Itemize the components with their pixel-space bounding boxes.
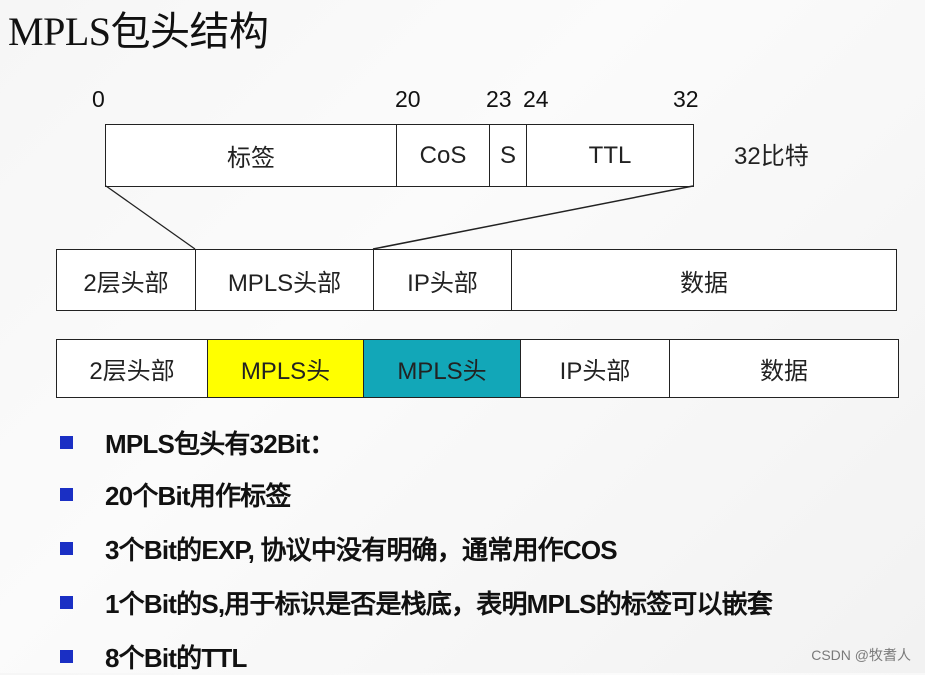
- bullet-text: 3个Bit的EXP, 协议中没有明确，通常用作COS: [105, 535, 618, 565]
- square-bullet-icon: [60, 596, 73, 609]
- field-s-text: S: [499, 141, 516, 169]
- square-bullet-icon: [60, 488, 73, 501]
- field-cos: CoS: [397, 125, 490, 186]
- bullet-item: 20个Bit用作标签: [60, 476, 291, 513]
- square-bullet-icon: [60, 436, 73, 449]
- bit-position-32: 32: [673, 86, 699, 112]
- stack-mpls-header-inner: MPLS头: [364, 340, 521, 397]
- mpls-header-fields: 标签 CoS S TTL: [105, 124, 694, 187]
- frame-l2-header-text: 2层头部: [83, 269, 169, 297]
- field-ttl: TTL: [527, 125, 693, 186]
- frame-data-text: 数据: [680, 269, 728, 297]
- bullet-text: 1个Bit的S,用于标识是否是栈底，表明MPLS的标签可以嵌套: [105, 589, 773, 619]
- frame-stacked-labels: 2层头部 MPLS头 MPLS头 IP头部 数据: [56, 339, 899, 398]
- stack-ip-header-text: IP头部: [559, 358, 631, 385]
- field-label-text: 标签: [227, 145, 275, 172]
- bullet-item: MPLS包头有32Bit：: [60, 424, 335, 461]
- bullet-text: 8个Bit的TTL: [105, 643, 247, 673]
- frame-l2-header: 2层头部: [57, 250, 196, 310]
- bullet-text: MPLS包头有32Bit：: [105, 429, 335, 459]
- bullet-text: 20个Bit用作标签: [105, 481, 291, 511]
- diagram-title: MPLS包头结构: [8, 9, 269, 54]
- stack-mpls-header-outer-text: MPLS头: [240, 358, 331, 385]
- square-bullet-icon: [60, 650, 73, 663]
- bit-position-24: 24: [523, 86, 549, 112]
- stack-data-text: 数据: [760, 358, 808, 385]
- frame-ip-header-text: IP头部: [407, 269, 478, 297]
- bit-position-0: 0: [92, 86, 105, 112]
- bit-position-20: 20: [395, 86, 421, 112]
- bit-position-23: 23: [486, 86, 512, 112]
- bullet-item: 8个Bit的TTL: [60, 638, 247, 675]
- watermark: CSDN @牧耆人: [811, 647, 911, 663]
- stack-mpls-header-outer: MPLS头: [208, 340, 364, 397]
- bullet-item: 3个Bit的EXP, 协议中没有明确，通常用作COS: [60, 530, 618, 567]
- frame-mpls-header: MPLS头部: [196, 250, 374, 310]
- field-label: 标签: [106, 125, 397, 186]
- frame-mpls-header-text: MPLS头部: [227, 269, 342, 297]
- stack-mpls-header-inner-text: MPLS头: [397, 358, 487, 385]
- field-ttl-text: TTL: [588, 141, 632, 169]
- stack-l2-header: 2层头部: [57, 340, 208, 397]
- bullet-item: 1个Bit的S,用于标识是否是栈底，表明MPLS的标签可以嵌套: [60, 584, 773, 621]
- stack-data: 数据: [670, 340, 898, 397]
- stack-l2-header-text: 2层头部: [89, 358, 175, 385]
- frame-ip-header: IP头部: [374, 250, 512, 310]
- square-bullet-icon: [60, 542, 73, 555]
- field-s: S: [490, 125, 527, 186]
- header-size-label: 32比特: [734, 143, 809, 170]
- frame-single-label: 2层头部 MPLS头部 IP头部 数据: [56, 249, 897, 311]
- stack-ip-header: IP头部: [521, 340, 670, 397]
- frame-data: 数据: [512, 250, 896, 310]
- field-cos-text: CoS: [419, 141, 467, 169]
